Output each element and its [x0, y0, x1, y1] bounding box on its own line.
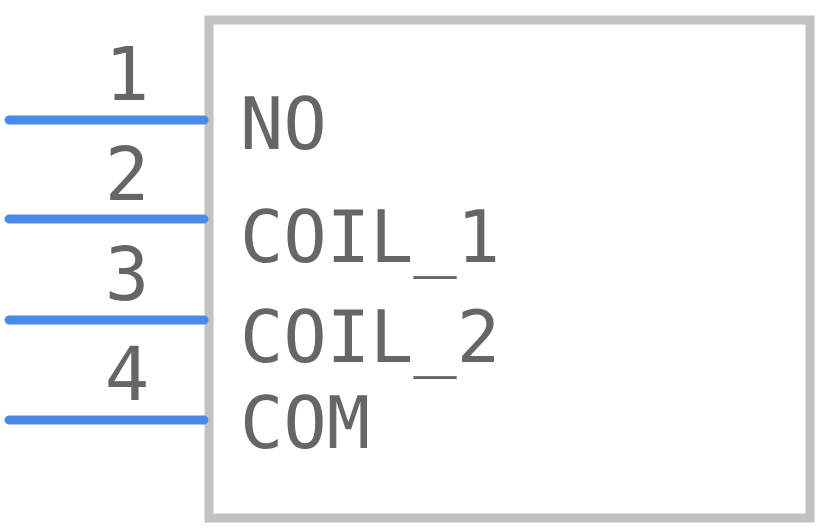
- pin-2-number: 2: [105, 132, 150, 218]
- pin-1-label: NO: [240, 82, 327, 166]
- component-body: [204, 15, 815, 523]
- pin-4-number: 4: [105, 332, 150, 418]
- pin-2: 2 COIL_1: [4, 132, 500, 279]
- pin-1: 1 NO: [4, 32, 327, 166]
- pin-3: 3 COIL_2: [4, 232, 500, 379]
- pin-4: 4 COM: [4, 332, 370, 465]
- pin-1-number: 1: [105, 32, 150, 118]
- pin-3-number: 3: [105, 232, 150, 318]
- pin-4-label: COM: [240, 381, 370, 465]
- pin-2-label: COIL_1: [240, 195, 500, 279]
- pin-3-label: COIL_2: [240, 295, 500, 379]
